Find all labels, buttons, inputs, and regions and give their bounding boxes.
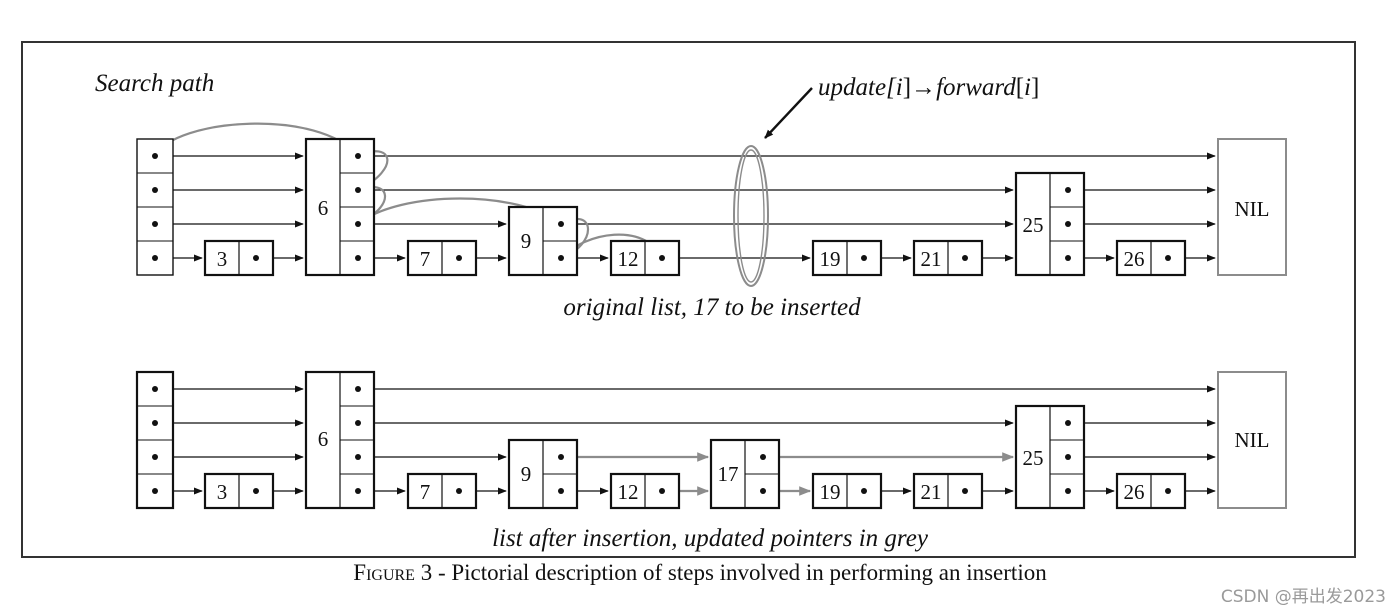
node-key: 25 xyxy=(1023,446,1044,470)
nil-label: NIL xyxy=(1235,428,1270,452)
node-key: 9 xyxy=(521,229,532,253)
node-key: 17 xyxy=(718,462,739,486)
node-key: 7 xyxy=(420,480,431,504)
node-12: 12 xyxy=(609,472,681,510)
node-3: 3 xyxy=(203,472,275,510)
search-path-curves xyxy=(154,122,663,260)
nil-node: NIL xyxy=(1217,138,1287,276)
node-19: 19 xyxy=(811,239,883,277)
node-6: 6 xyxy=(304,370,376,510)
node-9: 9 xyxy=(507,205,579,277)
node-25: 25 xyxy=(1014,171,1086,277)
watermark: CSDN @再出发2023 xyxy=(1220,587,1386,607)
node-6: 6 xyxy=(304,137,376,277)
node-key: 19 xyxy=(820,480,841,504)
node-21: 21 xyxy=(912,472,984,510)
nil-label: NIL xyxy=(1235,197,1270,221)
original-list-diagram: 3 6 7 9 xyxy=(95,70,1287,321)
head-node xyxy=(135,370,175,510)
head-node xyxy=(136,138,174,276)
update-pointer-arrow xyxy=(764,87,813,139)
node-key: 12 xyxy=(618,480,639,504)
node-key: 21 xyxy=(921,480,942,504)
node-3: 3 xyxy=(203,239,275,277)
node-9: 9 xyxy=(507,438,579,510)
node-key: 3 xyxy=(217,480,228,504)
node-7: 7 xyxy=(406,239,478,277)
node-17: 17 xyxy=(709,438,781,510)
search-path-label: Search path xyxy=(95,70,214,97)
node-12: 12 xyxy=(609,239,681,277)
node-key: 21 xyxy=(921,247,942,271)
figure-caption: Figure 3 - Pictorial description of step… xyxy=(0,560,1400,586)
node-key: 26 xyxy=(1124,480,1145,504)
node-key: 19 xyxy=(820,247,841,271)
node-key: 25 xyxy=(1023,213,1044,237)
node-26: 26 xyxy=(1115,239,1187,277)
node-7: 7 xyxy=(406,472,478,510)
node-key: 7 xyxy=(420,247,431,271)
node-25: 25 xyxy=(1014,404,1086,510)
figure-caption-prefix: Figure 3 xyxy=(353,560,433,585)
bottom-caption: list after insertion, updated pointers i… xyxy=(492,525,929,552)
node-key: 26 xyxy=(1124,247,1145,271)
top-caption: original list, 17 to be inserted xyxy=(563,294,861,321)
node-21: 21 xyxy=(912,239,984,277)
node-key: 12 xyxy=(618,247,639,271)
figure-caption-text: - Pictorial description of steps involve… xyxy=(432,560,1047,585)
node-19: 19 xyxy=(811,472,883,510)
node-key: 9 xyxy=(521,462,532,486)
update-forward-label: update[i]→forward[i] xyxy=(818,74,1039,101)
update-ellipse xyxy=(733,145,769,287)
node-key: 3 xyxy=(217,247,228,271)
node-26: 26 xyxy=(1115,472,1187,510)
nil-node: NIL xyxy=(1217,371,1287,509)
node-key: 6 xyxy=(318,196,329,220)
outer-frame xyxy=(21,41,1356,558)
after-insertion-diagram: 3 6 7 9 xyxy=(135,370,1287,552)
node-key: 6 xyxy=(318,427,329,451)
